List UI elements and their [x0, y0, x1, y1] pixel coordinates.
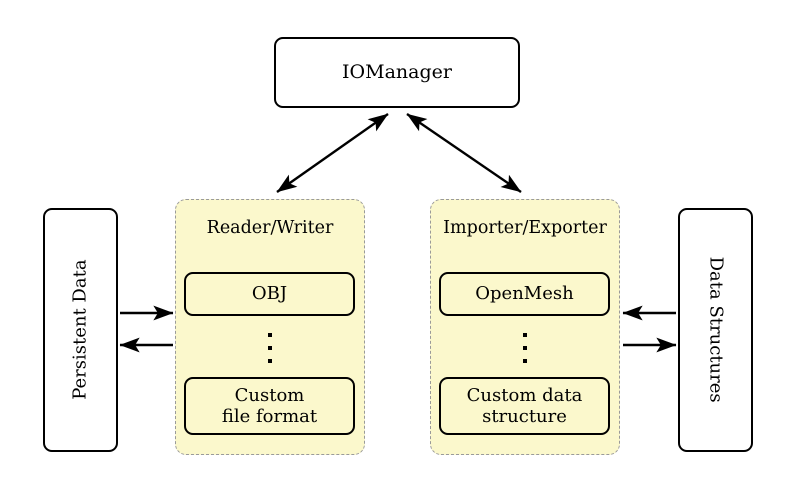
ellipsis-dot — [523, 359, 527, 363]
box-openmesh[interactable]: OpenMesh — [439, 272, 610, 316]
panel-importer-exporter-title: Importer/Exporter — [443, 218, 607, 238]
ellipsis-dot — [268, 359, 272, 363]
panel-reader-writer-title: Reader/Writer — [206, 218, 334, 238]
persistent-data-label: Persistent Data — [69, 259, 91, 401]
box-custom-file-format[interactable]: Custom file format — [184, 377, 355, 435]
io-manager-label: IOManager — [342, 61, 452, 84]
box-custom-data-structure[interactable]: Custom data structure — [439, 377, 610, 435]
io-manager-node[interactable]: IOManager — [274, 37, 520, 108]
arrow-manager-reader-writer — [276, 113, 389, 193]
persistent-data-node[interactable]: Persistent Data — [43, 208, 118, 452]
ellipsis-dot — [523, 333, 527, 337]
ellipsis-dot — [523, 346, 527, 350]
box-obj[interactable]: OBJ — [184, 272, 355, 316]
ellipsis-dot — [268, 346, 272, 350]
box-openmesh-label: OpenMesh — [475, 283, 574, 305]
ellipsis-importer-exporter — [519, 333, 531, 363]
box-obj-label: OBJ — [251, 283, 288, 305]
data-structures-label: Data Structures — [705, 256, 727, 403]
ellipsis-reader-writer — [264, 333, 276, 363]
box-custom-file-format-label: Custom file format — [221, 384, 318, 427]
arrow-manager-importer-exporter — [406, 113, 522, 193]
data-structures-node[interactable]: Data Structures — [678, 208, 753, 452]
ellipsis-dot — [268, 333, 272, 337]
box-custom-data-structure-label: Custom data structure — [466, 384, 583, 427]
